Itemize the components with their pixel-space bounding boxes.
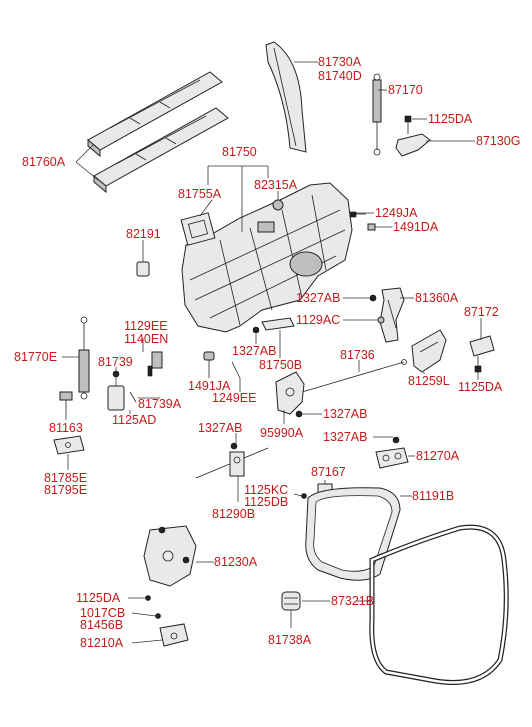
label-81456b: 81456B: [80, 618, 123, 632]
label-87130g: 87130G: [476, 134, 520, 148]
label-1125db: 1125DB: [244, 495, 288, 509]
leader-lines: [62, 61, 482, 644]
label-81290b: 81290B: [212, 507, 255, 521]
label-1327ab-upper: 1327AB: [296, 291, 340, 305]
label-81736: 81736: [340, 348, 375, 362]
bumper-81738a: [281, 591, 301, 611]
strut-bracket-part: [395, 115, 431, 157]
latch-linkage-part: [369, 287, 405, 343]
latch-81230a: [143, 525, 197, 587]
hinge-parts: [107, 351, 163, 411]
label-81750: 81750: [222, 145, 257, 159]
pillar-trim-part: [265, 41, 307, 153]
label-81360a: 81360A: [415, 291, 459, 305]
label-1327ab-center: 1327AB: [232, 344, 276, 358]
clip-82315a: [272, 199, 284, 211]
latch-rod-part: [301, 359, 407, 393]
label-1491da: 1491DA: [393, 220, 439, 234]
label-82191: 82191: [126, 227, 161, 241]
label-1129ac: 1129AC: [296, 313, 340, 327]
label-1125da-right: 1125DA: [458, 380, 503, 394]
label-1491ja: 1491JA: [188, 379, 231, 393]
bracket-81785e: [53, 435, 85, 455]
center-fasteners-part: [252, 317, 295, 334]
label-81259l: 81259L: [408, 374, 450, 388]
label-81730a: 81730A: [318, 55, 362, 69]
label-81739: 81739: [98, 355, 133, 369]
panel-cover-part: [180, 212, 216, 246]
label-81770e: 81770E: [14, 350, 57, 364]
label-1249ja: 1249JA: [375, 206, 418, 220]
label-81191b: 81191B: [412, 489, 454, 503]
label-82315a: 82315A: [254, 178, 298, 192]
label-1140en: 1140EN: [124, 332, 168, 346]
label-81738a: 81738A: [268, 633, 312, 647]
label-81760a: 81760A: [22, 155, 66, 169]
screws-part: [349, 211, 376, 231]
label-81740d: 81740D: [318, 69, 362, 83]
label-81795e: 81795E: [44, 483, 87, 497]
gas-strut-part: [372, 73, 382, 156]
label-81163: 81163: [49, 421, 83, 435]
label-1125ad: 1125AD: [112, 413, 156, 427]
label-81755a: 81755A: [178, 187, 222, 201]
gas-strut-left: [78, 316, 90, 400]
plug-part: [136, 261, 150, 277]
part-labels: 81730A 81740D 87170 1125DA 87130G 81760A…: [14, 55, 520, 650]
striker-part: [375, 436, 409, 469]
label-87172: 87172: [464, 305, 499, 319]
glass-weatherstrip: [305, 487, 401, 581]
tailgate-trim-panel: [181, 182, 353, 333]
bracket-87172: [469, 335, 495, 373]
label-81750b: 81750B: [259, 358, 302, 372]
label-1125da-top: 1125DA: [428, 112, 473, 126]
bolt-81163: [59, 391, 73, 414]
label-1327ab-right: 1327AB: [323, 407, 367, 421]
label-81270a: 81270A: [416, 449, 460, 463]
roof-rail-part: [87, 71, 229, 194]
lower-latch-part: [145, 595, 189, 647]
label-81785e: 81785E: [44, 471, 87, 485]
label-1249ee: 1249EE: [212, 391, 256, 405]
label-87170: 87170: [388, 83, 423, 97]
label-81230a: 81230A: [214, 555, 258, 569]
lock-part: [195, 442, 269, 479]
door-weatherstrip: [369, 524, 509, 685]
bracket-81259l: [411, 329, 447, 373]
label-95990a: 95990A: [260, 426, 304, 440]
label-81739a: 81739A: [138, 397, 182, 411]
fasteners-1491ja: [203, 351, 241, 379]
label-87167: 87167: [311, 465, 346, 479]
actuator-part: [275, 371, 305, 418]
label-1327ab-lock: 1327AB: [198, 421, 242, 435]
label-1125da-lower: 1125DA: [76, 591, 121, 605]
label-1129ee: 1129EE: [124, 319, 168, 333]
label-1017cb: 1017CB: [80, 606, 125, 620]
label-1125kc: 1125KC: [244, 483, 288, 497]
label-81210a: 81210A: [80, 636, 124, 650]
label-1327ab-striker: 1327AB: [323, 430, 367, 444]
label-87321b: 87321B: [331, 594, 374, 608]
